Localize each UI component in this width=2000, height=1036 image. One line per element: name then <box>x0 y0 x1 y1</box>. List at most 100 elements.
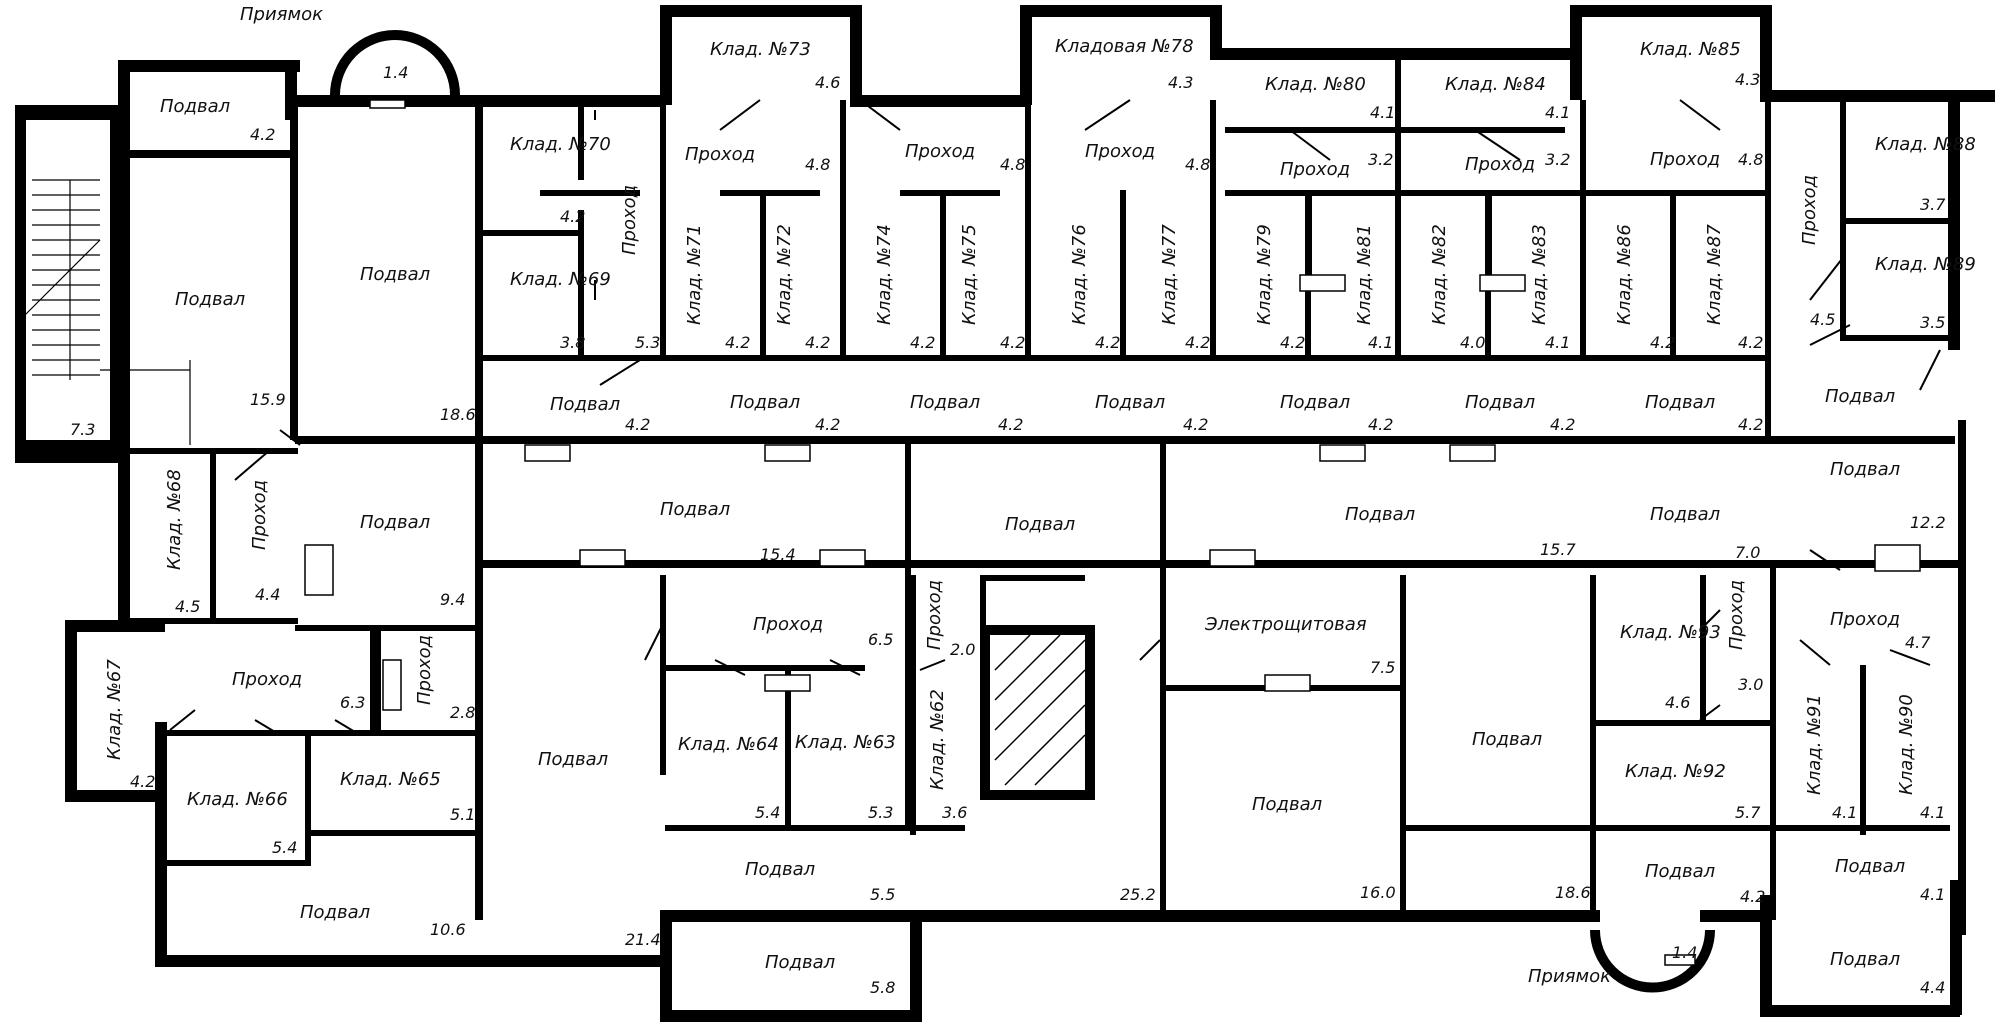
room-name-r3: Подвал <box>360 264 430 285</box>
room-name-r32: Проход <box>1799 175 1820 245</box>
pit-area-bottom: 1.4 <box>1672 943 1697 962</box>
room-area-r23: 3.2 <box>1545 150 1570 169</box>
stair-block <box>15 105 191 463</box>
room-name-r73: Подвал <box>1645 861 1715 882</box>
room-area-r3: 18.6 <box>440 405 476 424</box>
room-area-r28: 4.2 <box>1650 333 1675 352</box>
room-name-r13: Клад. №75 <box>959 224 980 325</box>
room-area-r22: 4.1 <box>1545 103 1570 122</box>
room-name-r56: Проход <box>753 614 823 635</box>
pit-name-bottom: Приямок <box>1528 966 1611 987</box>
room-area-r37: 4.2 <box>1183 415 1208 434</box>
room-area-r26: 4.3 <box>1735 70 1760 89</box>
room-name-r57: Проход <box>924 580 945 650</box>
room-name-r31: Клад. №89 <box>1875 254 1976 275</box>
room-area-r48: 7.0 <box>1735 543 1760 562</box>
room-area-r74: 4.1 <box>1920 885 1945 904</box>
room-area-r61: 5.5 <box>870 885 895 904</box>
room-area-r56: 6.5 <box>868 630 893 649</box>
room-name-r7: Клад. №73 <box>710 39 811 60</box>
room-area-r64: 7.5 <box>1370 658 1395 677</box>
room-area-r13: 4.2 <box>1000 333 1025 352</box>
room-name-r18: Клад. №80 <box>1265 74 1366 95</box>
room-name-r4: Клад. №70 <box>510 134 611 155</box>
room-area-r68: 3.0 <box>1738 675 1763 694</box>
room-name-r39: Подвал <box>1645 392 1715 413</box>
room-area-r17: 4.2 <box>1185 333 1210 352</box>
doors <box>169 99 1941 736</box>
room-name-r20: Клад. №79 <box>1254 224 1275 325</box>
room-area-r42: 4.5 <box>175 597 200 616</box>
room-name-r52: Клад. №66 <box>187 789 288 810</box>
room-area-r51: 2.8 <box>450 703 475 722</box>
room-name-r30: Клад. №88 <box>1875 134 1976 155</box>
room-area-r20: 4.2 <box>1280 333 1305 352</box>
room-name-r12: Клад. №74 <box>874 224 895 325</box>
room-area-r15: 4.8 <box>1185 155 1210 174</box>
room-name-r37: Подвал <box>1280 392 1350 413</box>
room-name-r68: Проход <box>1726 580 1747 650</box>
room-name-r44: Подвал <box>360 512 430 533</box>
room-area-r33: 15.9 <box>250 390 286 409</box>
room-area-r40: 4.2 <box>1738 415 1763 434</box>
room-area-r52: 5.4 <box>272 838 297 857</box>
room-name-r24: Клад. №82 <box>1429 224 1450 325</box>
room-name-r41: Подвал <box>1830 459 1900 480</box>
room-name-r46: Подвал <box>1005 514 1075 535</box>
room-area-r60: 3.6 <box>942 803 967 822</box>
room-area-r19: 3.2 <box>1368 150 1393 169</box>
room-area-r66: 18.6 <box>1555 883 1591 902</box>
room-name-r45: Подвал <box>660 499 730 520</box>
room-area-r27: 4.8 <box>1738 150 1763 169</box>
room-area-r14: 4.3 <box>1168 73 1193 92</box>
room-name-r23: Проход <box>1465 154 1535 175</box>
pit-top <box>330 30 460 109</box>
room-area-r63: 25.2 <box>1120 885 1156 904</box>
room-area-r31: 3.5 <box>1920 313 1945 332</box>
room-area-r47: 15.7 <box>1540 540 1576 559</box>
room-name-r36: Подвал <box>1095 392 1165 413</box>
room-area-r57: 2.0 <box>950 640 975 659</box>
room-name-r2: Подвал <box>175 289 245 310</box>
room-name-r70: Проход <box>1830 609 1900 630</box>
room-area-r38: 4.2 <box>1368 415 1393 434</box>
room-area-r39: 4.2 <box>1550 415 1575 434</box>
room-area-r8: 4.8 <box>805 155 830 174</box>
room-area-r4: 4.2 <box>560 207 585 226</box>
room-name-r59: Клад. №63 <box>795 732 896 753</box>
room-name-r43: Проход <box>249 480 270 550</box>
room-name-r33: Подвал <box>550 394 620 415</box>
room-area-r30: 3.7 <box>1920 195 1946 214</box>
room-area-r32: 4.5 <box>1810 310 1835 329</box>
room-name-r58: Клад. №64 <box>678 734 779 755</box>
room-name-r8: Проход <box>685 144 755 165</box>
room-area-r35: 4.2 <box>815 415 840 434</box>
room-name-r60: Клад. №62 <box>927 689 948 790</box>
room-name-r71: Клад. №91 <box>1804 694 1825 795</box>
stair-area: 7.3 <box>70 420 95 439</box>
room-name-r75: Подвал <box>1830 949 1900 970</box>
room-area-r7: 4.6 <box>815 73 840 92</box>
room-area-r21: 4.1 <box>1368 333 1393 352</box>
room-area-r43: 4.4 <box>255 585 280 604</box>
room-area-r10: 4.2 <box>805 333 830 352</box>
room-area-r34: 4.2 <box>625 415 650 434</box>
room-area-r53: 5.1 <box>450 805 475 824</box>
room-name-r67: Клад. №93 <box>1620 622 1721 643</box>
room-area-r69: 5.7 <box>1735 803 1761 822</box>
room-name-r49: Клад. №67 <box>104 659 125 760</box>
room-area-r54: 10.6 <box>430 920 466 939</box>
room-area-r59: 5.3 <box>868 803 893 822</box>
room-name-r25: Клад. №83 <box>1529 224 1550 325</box>
room-area-r70: 4.7 <box>1905 633 1931 652</box>
room-name-r48: Подвал <box>1650 504 1720 525</box>
room-name-r55: Подвал <box>538 749 608 770</box>
room-name-r50: Проход <box>232 669 302 690</box>
room-name-r69: Клад. №92 <box>1625 761 1726 782</box>
labels: Подвал 4.2 Подвал Подвал 18.6 Клад. №70 … <box>70 4 1976 997</box>
room-area-r44: 9.4 <box>440 590 465 609</box>
room-area-r24: 4.0 <box>1460 333 1485 352</box>
room-area-r11: 4.8 <box>1000 155 1025 174</box>
room-area-r18: 4.1 <box>1370 103 1395 122</box>
